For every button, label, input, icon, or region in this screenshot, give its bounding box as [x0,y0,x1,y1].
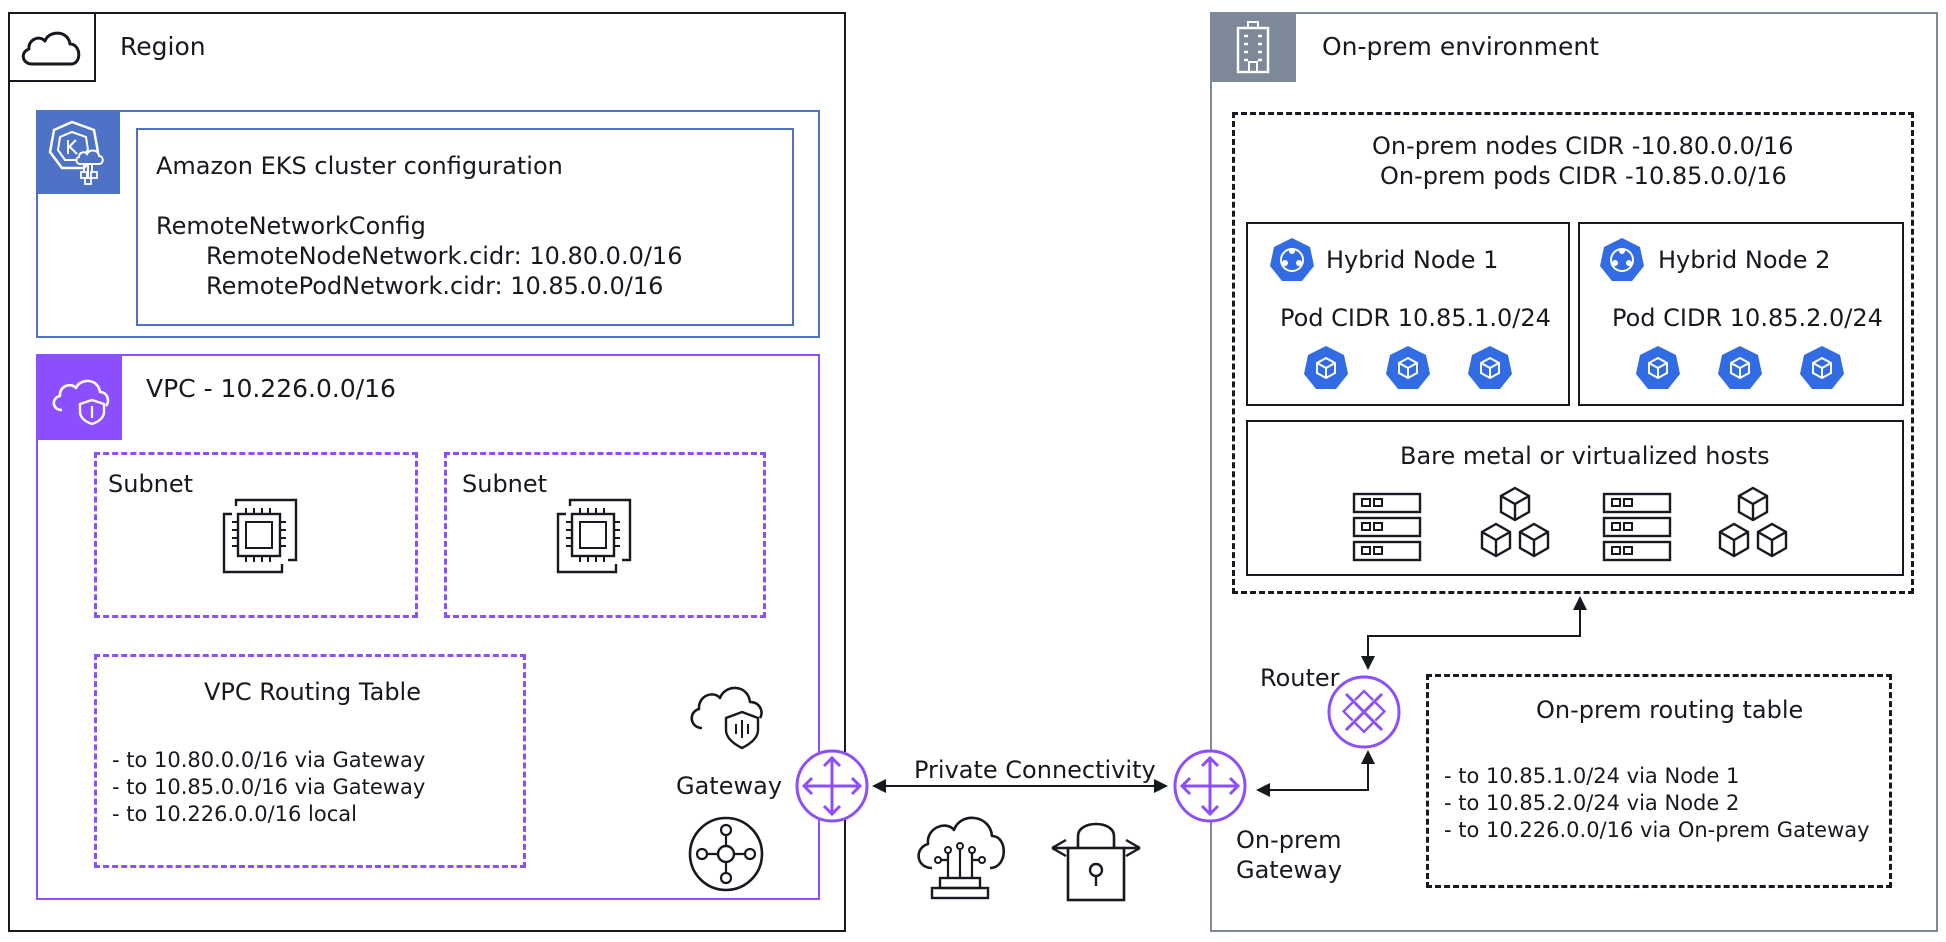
vpc-router-icon [795,749,869,823]
private-connectivity-label: Private Connectivity [914,756,1156,784]
onprem-pods-cidr: On-prem pods CIDR -10.85.0.0/16 [1380,162,1787,190]
subnet-1 [94,452,418,618]
remote-network-config: RemoteNetworkConfig [156,212,426,240]
cubes-icon [1718,486,1788,558]
onprem-routing-table-title: On-prem routing table [1536,696,1804,724]
onprem-gateway-label-line1: On-prem [1236,826,1342,854]
onprem-gateway-icon [1173,749,1247,823]
subnet-2-label: Subnet [462,470,548,498]
router-label: Router [1260,664,1340,692]
server-icon [1602,492,1672,562]
vpc-shield-icon [690,686,763,750]
chip-icon [222,498,298,574]
region-title: Region [120,32,206,61]
router-connector [1264,596,1587,791]
vpc-route-2: - to 10.85.0.0/16 via Gateway [112,775,426,799]
pod-icon [1386,346,1430,389]
vpc-container [36,354,820,900]
region-icon-tile [8,12,96,82]
subnet-1-label: Subnet [108,470,194,498]
transit-gateway-icon [688,816,764,892]
region-container [8,12,846,932]
onprem-container [1210,12,1938,932]
pod-icon [1636,346,1680,389]
onprem-gateway-label-line2: Gateway [1236,856,1343,884]
hosts-box [1246,420,1904,576]
cubes-icon [1480,486,1550,558]
vpc-gateway-label: Gateway [676,772,783,800]
remote-pod-network: RemotePodNetwork.cidr: 10.85.0.0/16 [206,272,664,300]
server-icon [1352,492,1422,562]
eks-container [36,110,820,338]
hybrid-node-2 [1578,222,1904,406]
onprem-routing-table [1426,674,1892,888]
vpc-title: VPC - 10.226.0.0/16 [146,374,396,403]
eks-config-box [136,128,794,326]
onprem-route-2: - to 10.85.2.0/24 via Node 2 [1444,791,1740,815]
hybrid-node-2-pod-cidr: Pod CIDR 10.85.2.0/24 [1612,304,1883,332]
building-icon [1236,21,1270,74]
vpc-routing-table [94,654,526,868]
onprem-route-1: - to 10.85.1.0/24 via Node 1 [1444,764,1740,788]
vpc-route-3: - to 10.226.0.0/16 local [112,802,357,826]
hybrid-node-2-name: Hybrid Node 2 [1658,246,1831,274]
router-icon [1327,675,1401,749]
vpc-route-1: - to 10.80.0.0/16 via Gateway [112,748,426,772]
hosts-title: Bare metal or virtualized hosts [1400,442,1770,470]
pod-icon [1468,346,1512,389]
cloud-circuit-icon [917,816,1005,900]
eks-config-title: Amazon EKS cluster configuration [156,152,563,180]
onprem-network-area [1232,112,1914,594]
onprem-icon-tile [1210,12,1296,82]
eks-icon [48,120,104,185]
pod-icon [1800,346,1844,389]
hybrid-node-1-name: Hybrid Node 1 [1326,246,1499,274]
vpc-routing-table-title: VPC Routing Table [204,678,421,706]
hybrid-node-1 [1246,222,1570,406]
onprem-nodes-cidr: On-prem nodes CIDR -10.80.0.0/16 [1372,132,1794,160]
private-connectivity-arrow [872,779,1168,793]
chip-icon [556,498,632,574]
lock-icon [1051,822,1141,902]
pod-icon [1718,346,1762,389]
kubernetes-icon [1270,238,1314,281]
onprem-title: On-prem environment [1322,32,1600,61]
gateway-connector-arrowhead [1256,783,1270,797]
subnet-2 [444,452,766,618]
vpc-icon [52,379,110,426]
hybrid-node-1-pod-cidr: Pod CIDR 10.85.1.0/24 [1280,304,1551,332]
remote-node-network: RemoteNodeNetwork.cidr: 10.80.0.0/16 [206,242,683,270]
kubernetes-icon [1600,238,1644,281]
onprem-route-3: - to 10.226.0.0/16 via On-prem Gateway [1444,818,1870,842]
pod-icon [1304,346,1348,389]
cloud-icon [21,31,81,66]
